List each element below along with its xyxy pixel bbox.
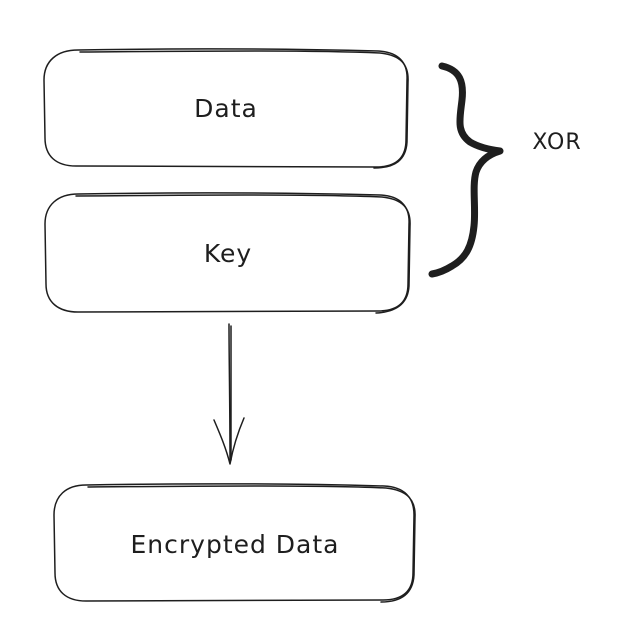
data-box-outline — [43, 48, 408, 168]
data-box-label: Data — [194, 94, 258, 123]
key-box-outline — [44, 192, 410, 313]
key-box-outline-stroke2 — [75, 194, 411, 314]
encrypted-data-box-label: Encrypted Data — [130, 530, 339, 559]
encrypted-data-box-outline-stroke2 — [87, 485, 416, 603]
encrypted-data-box: Encrypted Data — [53, 483, 416, 603]
key-box-label: Key — [204, 239, 252, 268]
xor-label: XOR — [532, 130, 581, 155]
data-box-outline-stroke2 — [79, 50, 409, 169]
arrow-head — [213, 417, 245, 465]
arrow-shaft — [228, 323, 231, 463]
encrypted-data-box-outline — [53, 483, 415, 602]
data-box: Data — [43, 48, 409, 169]
key-box: Key — [44, 192, 411, 314]
xor-curly-brace — [428, 62, 504, 278]
arrow-key-to-encrypted — [213, 323, 245, 465]
